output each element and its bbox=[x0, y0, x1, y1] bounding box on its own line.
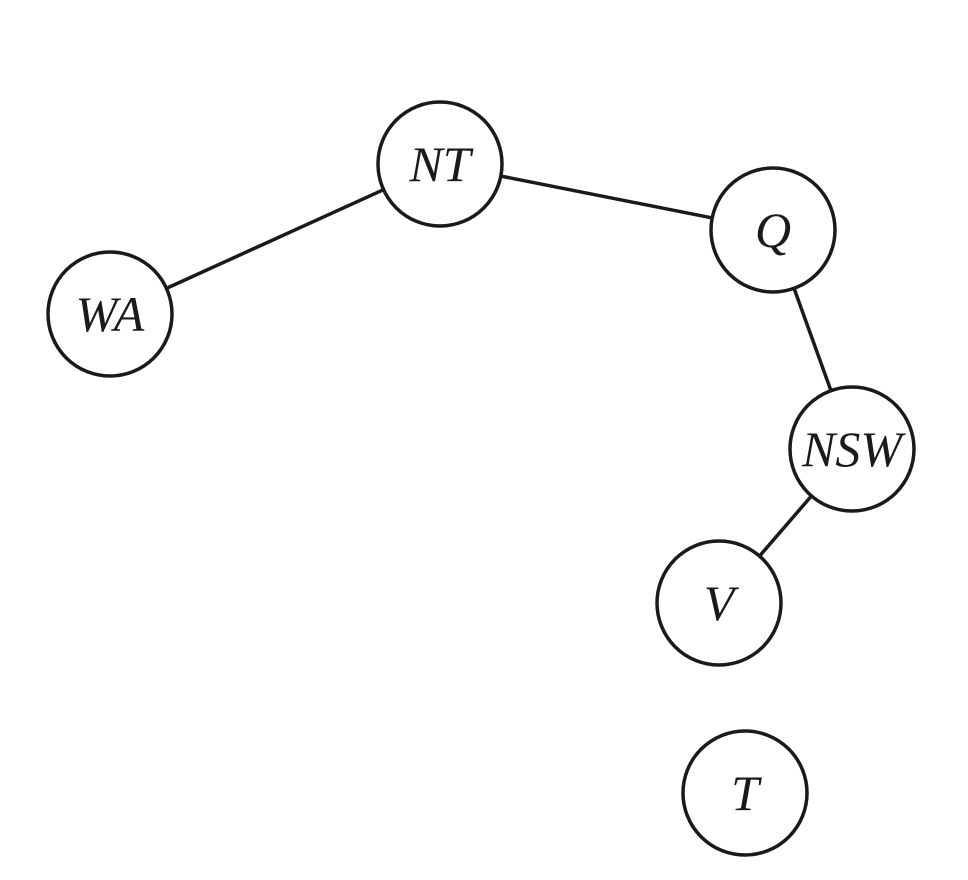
node-nsw: NSW bbox=[788, 385, 916, 513]
node-nt: NT bbox=[376, 100, 504, 228]
node-v-label: V bbox=[704, 575, 740, 631]
node-t: T bbox=[681, 729, 809, 857]
node-wa-label: WA bbox=[76, 286, 145, 342]
node-v: V bbox=[655, 539, 783, 667]
node-t-label: T bbox=[731, 765, 762, 821]
node-nt-label: NT bbox=[408, 136, 473, 192]
node-wa: WA bbox=[46, 250, 174, 378]
nodes-layer: WA NT Q NSW V T bbox=[46, 100, 916, 857]
node-q-label: Q bbox=[755, 202, 791, 258]
node-nsw-label: NSW bbox=[801, 421, 906, 477]
node-q: Q bbox=[709, 166, 837, 294]
